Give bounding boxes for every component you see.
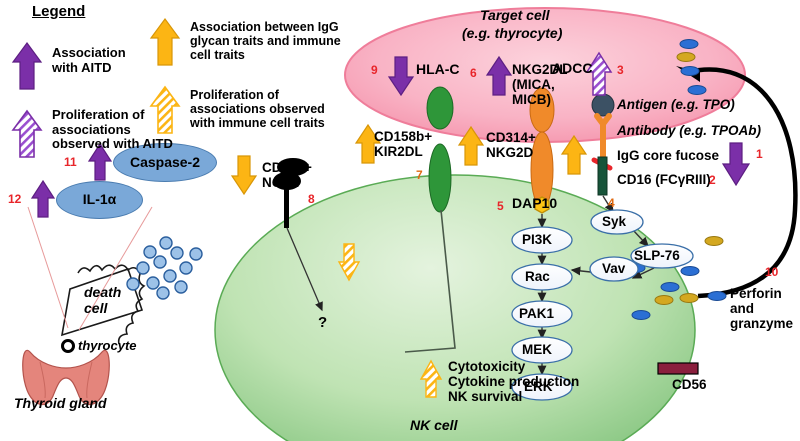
cd314-nkg2d-label: CD314+ NKG2D — [486, 130, 536, 161]
branch-node-slp76: SLP-76 — [634, 248, 680, 263]
legend-item-3-label: Proliferation of associations observed w… — [190, 88, 325, 130]
number-6: 6 — [470, 66, 477, 80]
branch-node-syk: Syk — [602, 214, 627, 229]
cd335-downstream-line — [286, 227, 323, 312]
thyrocyte-label: thyrocyte — [78, 338, 137, 353]
cd314-up-arrow-icon — [457, 125, 485, 166]
cd56-label: CD56 — [672, 377, 707, 392]
cd16-up-arrow-icon — [560, 134, 588, 175]
cd158b-kir2dl-label: CD158b+ KIR2DL — [374, 129, 433, 160]
number-11: 11 — [64, 155, 77, 169]
il1a-label: IL-1α — [82, 191, 117, 208]
number-9: 9 — [371, 63, 378, 77]
il1a-up-arrow-icon — [30, 179, 56, 218]
branch-node-vav: Vav — [602, 261, 626, 276]
thyroid-gland-label: Thyroid gland — [14, 395, 107, 411]
perforin-release-curve — [687, 67, 798, 299]
adcc-label: ADCC — [552, 60, 593, 76]
target-cell-title-1: Target cell — [480, 7, 550, 23]
thyrocyte-guide-lines — [27, 206, 153, 331]
number-3: 3 — [617, 63, 624, 77]
number-7: 7 — [416, 168, 423, 182]
legend-item-2-label: Association between IgG glycan traits an… — [190, 20, 341, 62]
kir2dl-molecule — [428, 143, 452, 213]
unknown-pathway-down-arrow-icon — [337, 243, 361, 282]
caspase2-up-arrow-icon — [87, 142, 113, 181]
legend-title: Legend — [32, 3, 86, 20]
cascade-node-pak1: PAK1 — [519, 306, 555, 321]
caspase2-label: Caspase-2 — [129, 153, 201, 170]
caspase2-node: Caspase-2 — [113, 143, 217, 182]
antibody-label: Antibody (e.g. TPOAb) — [617, 123, 761, 138]
legend-item-0-label: Association with AITD — [52, 45, 126, 75]
cd56-molecule — [657, 362, 699, 375]
number-1: 1 — [756, 147, 763, 161]
dap10-label: DAP10 — [512, 195, 558, 211]
number-5: 5 — [497, 199, 504, 213]
number-4: 4 — [608, 196, 615, 210]
cd16-molecule — [597, 156, 608, 196]
death-cell-drawing — [60, 264, 146, 345]
cd335-down-arrow-icon — [230, 155, 258, 196]
number-2: 2 — [709, 173, 716, 187]
dap10-molecule — [534, 196, 550, 214]
nk-outcomes-label: Cytotoxicity Cytokine production NK surv… — [448, 359, 580, 405]
legend-item-1-label: Proliferation of associations observed w… — [52, 107, 173, 152]
thyroid-gland-shape — [22, 349, 110, 406]
igg-core-fucose-down-arrow-icon — [721, 142, 751, 187]
antigen-molecule — [591, 93, 615, 117]
adcc-up-arrow-icon — [585, 51, 613, 96]
unknown-question-mark: ? — [318, 314, 328, 331]
antigen-label: Antigen (e.g. TPO) — [617, 97, 735, 112]
death-cell-label: death cell — [84, 284, 122, 316]
cascade-nodes — [511, 209, 694, 401]
perforin-granzyme-label: Perforin and granzyme — [730, 286, 794, 332]
outcomes-up-arrow-icon — [419, 359, 443, 398]
number-8: 8 — [308, 192, 315, 206]
number-10: 10 — [765, 265, 779, 279]
number-12: 12 — [8, 192, 22, 206]
target-cell-title-2: (e.g. thyrocyte) — [462, 25, 563, 41]
nk-cell-body — [214, 174, 696, 441]
nkg2dl-label: NKG2DL (MICA, MICB) — [512, 62, 568, 108]
legend-arrow-solid-purple-up-icon — [11, 41, 43, 90]
thyrocyte-marker — [61, 339, 75, 353]
hla-c-molecule — [426, 86, 454, 130]
cascade-node-mek: MEK — [522, 342, 552, 357]
nkg2dl-up-arrow-icon — [485, 55, 513, 96]
legend-arrow-solid-yellow-up-icon — [149, 17, 181, 66]
cascade-node-rac: Rac — [525, 269, 550, 284]
cascade-node-erk: ERK — [524, 379, 553, 394]
kir2dl-inhibition-line — [404, 209, 456, 353]
cd335-ncr1-label: CD335+ NCR1 — [262, 160, 312, 191]
hla-c-down-arrow-icon — [387, 56, 415, 97]
cd158b-up-arrow-icon — [354, 123, 382, 164]
apoptotic-bodies — [126, 236, 203, 300]
legend-arrow-hatched-yellow-up-icon — [149, 85, 181, 134]
antibody-molecule — [594, 113, 612, 161]
nk-cell-label: NK cell — [410, 417, 458, 433]
igg-core-fucose-label: IgG core fucose — [617, 148, 720, 163]
cd335-ncr1-molecule — [273, 158, 309, 228]
legend-arrow-hatched-purple-up-icon — [11, 109, 43, 158]
il1a-node: IL-1α — [56, 181, 143, 219]
cd16-label: CD16 (FCγRIII) — [617, 172, 711, 187]
cascade-node-pi3k: PI3K — [522, 232, 553, 247]
hla-c-label: HLA-C — [416, 61, 460, 77]
